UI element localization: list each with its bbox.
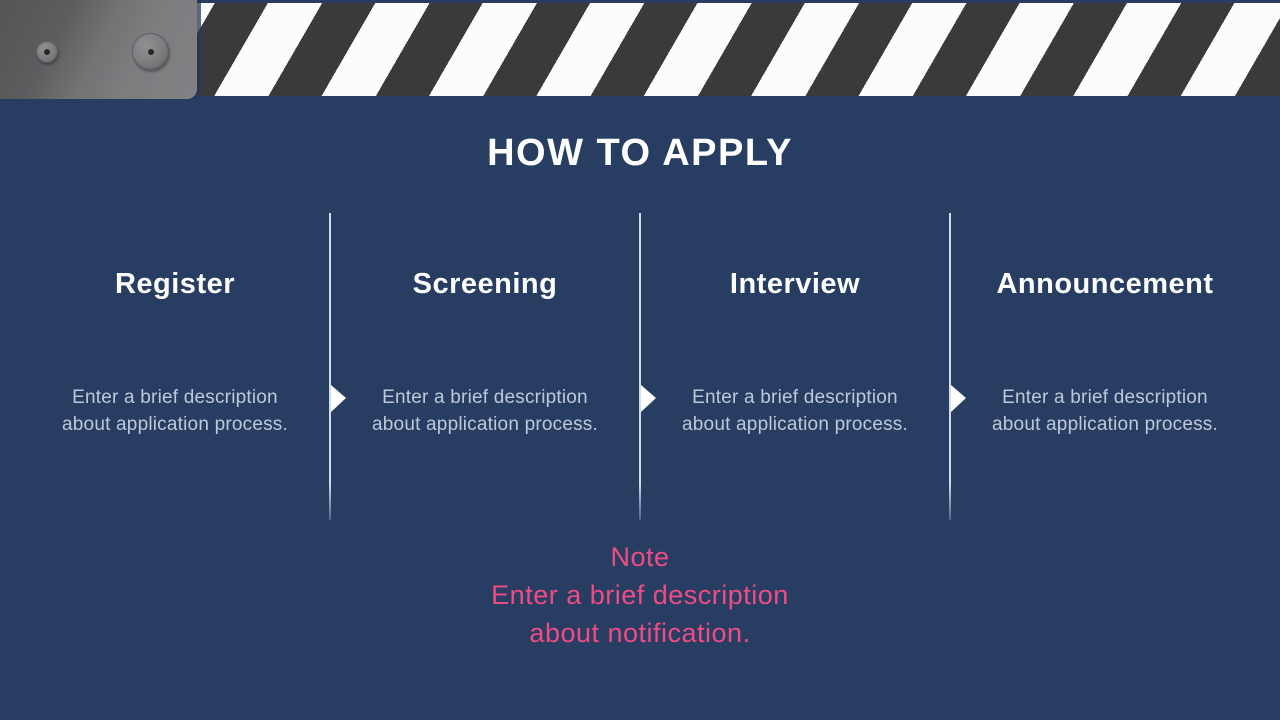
step-label: Announcement <box>996 268 1214 300</box>
step-description-line: about application process. <box>682 414 908 435</box>
column-divider <box>329 213 331 520</box>
step-description-line: Enter a brief description <box>1002 387 1208 408</box>
page-title: HOW TO APPLY <box>487 132 793 174</box>
note-line: about notification. <box>529 618 751 648</box>
step-description-line: about application process. <box>62 414 288 435</box>
step-label: Register <box>114 268 236 300</box>
step-description: Enter a brief description about applicat… <box>648 384 942 438</box>
step-description-line: Enter a brief description <box>72 387 278 408</box>
clapperboard-corner <box>0 0 197 99</box>
column-divider <box>639 213 641 520</box>
column-divider <box>949 213 951 520</box>
step-description-line: about application process. <box>992 414 1218 435</box>
step-description: Enter a brief description about applicat… <box>28 384 322 438</box>
step-interview: Interview Enter a brief description abou… <box>640 210 950 525</box>
step-description-line: Enter a brief description <box>382 387 588 408</box>
note-block: Note Enter a brief description about not… <box>0 538 1280 652</box>
step-announcement: Announcement Enter a brief description a… <box>950 210 1260 525</box>
step-screening: Screening Enter a brief description abou… <box>330 210 640 525</box>
step-register: Register Enter a brief description about… <box>20 210 330 525</box>
screw-center-dot <box>147 48 154 55</box>
arrow-right-icon <box>641 385 656 412</box>
step-description: Enter a brief description about applicat… <box>338 384 632 438</box>
step-label: Interview <box>729 268 861 300</box>
screw-icon <box>132 33 169 70</box>
arrow-right-icon <box>331 385 346 412</box>
step-label: Screening <box>412 268 558 300</box>
arrow-right-icon <box>951 385 966 412</box>
note-line: Enter a brief description <box>491 580 789 610</box>
step-description-line: about application process. <box>372 414 598 435</box>
step-description-line: Enter a brief description <box>692 387 898 408</box>
clapperboard-stripes <box>0 3 1280 96</box>
step-description: Enter a brief description about applicat… <box>958 384 1252 438</box>
screw-center-dot <box>44 49 50 55</box>
note-heading: Note <box>610 542 670 572</box>
screw-icon <box>36 41 58 63</box>
steps-row: Register Enter a brief description about… <box>20 210 1260 525</box>
